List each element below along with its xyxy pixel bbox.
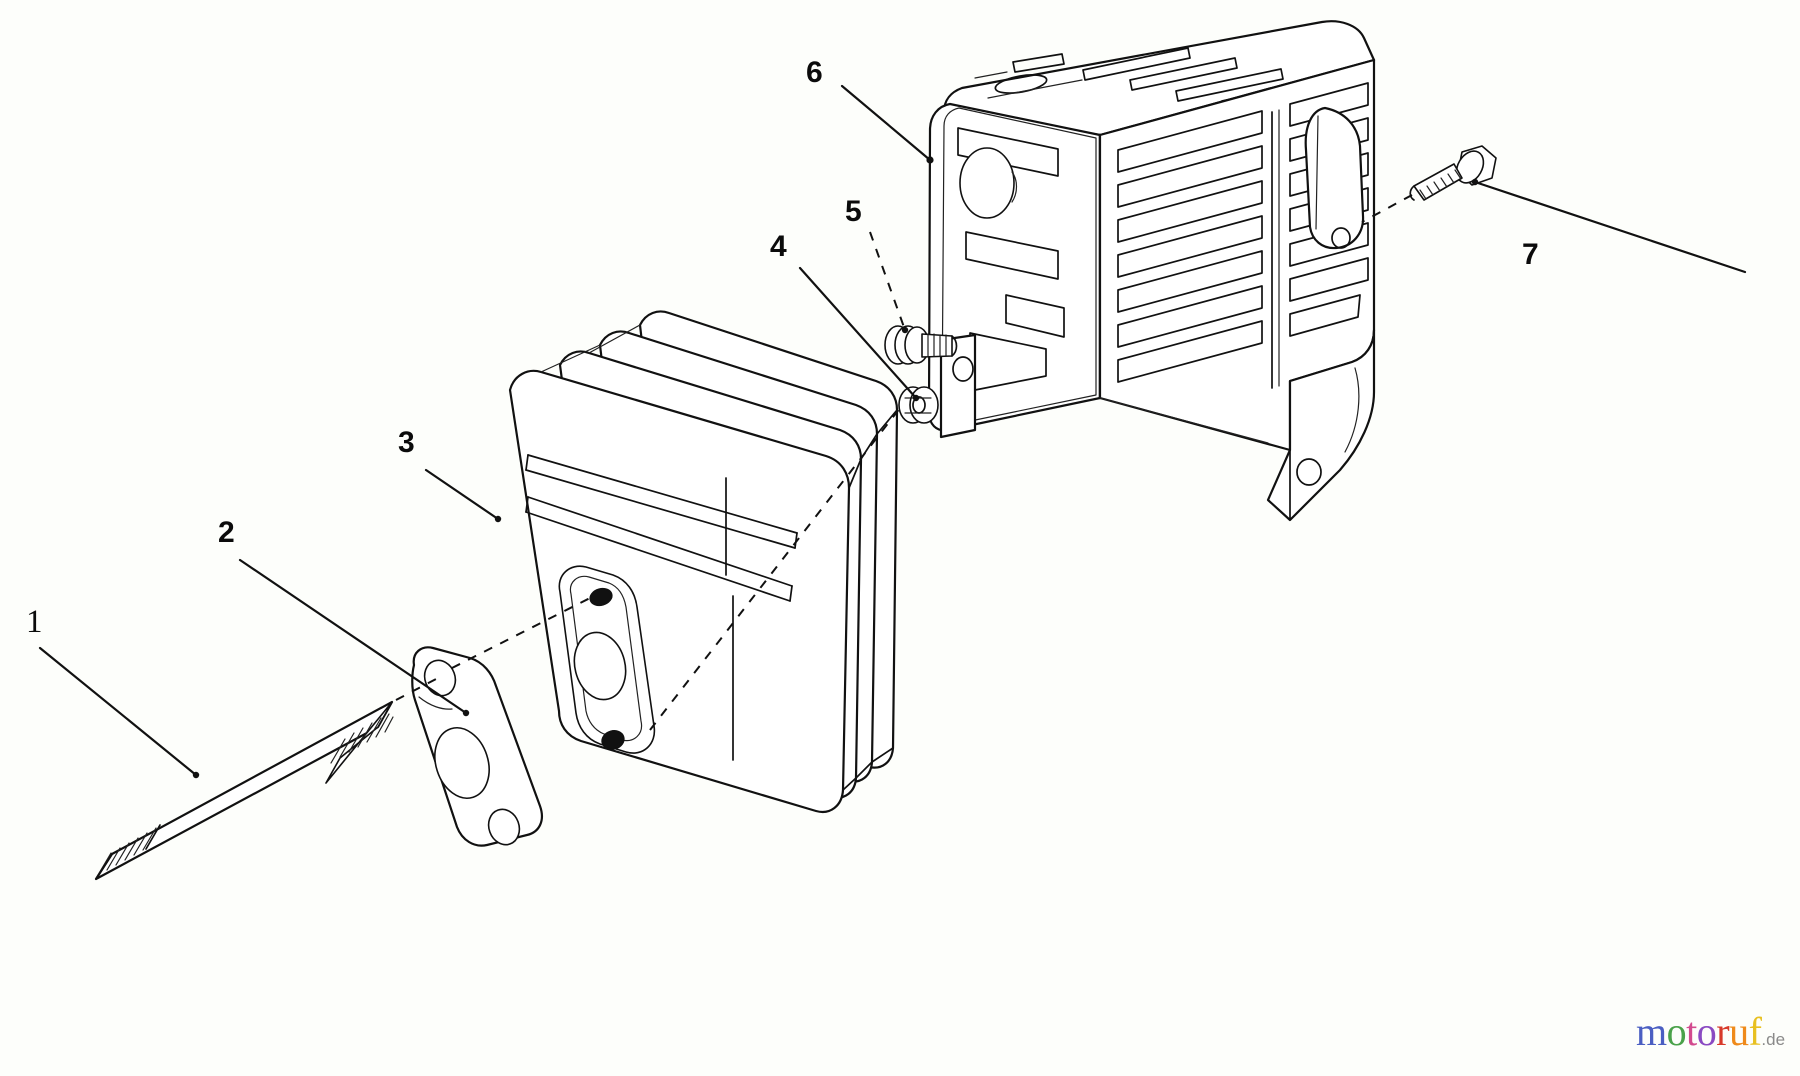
bolt-thread-lines [1419, 169, 1462, 200]
part-shield-screw [884, 325, 958, 365]
motoruf-watermark: motoruf.de [1636, 1012, 1785, 1052]
watermark-letter-r: r [1716, 1009, 1730, 1054]
callout-label-4: 4 [770, 230, 787, 263]
callout-label-5: 5 [845, 195, 862, 228]
part-stud [94, 700, 394, 881]
watermark-letter-t: t [1686, 1009, 1697, 1054]
part-gasket [411, 646, 544, 847]
callout-label-7: 7 [1522, 238, 1539, 271]
shield-right-louvers [1117, 82, 1369, 383]
callout-label-3: 3 [398, 426, 415, 459]
watermark-suffix: .de [1761, 1030, 1786, 1049]
callout-label-1: 1 [26, 604, 43, 640]
watermark-letter-m: m [1636, 1009, 1667, 1054]
watermark-letter-u: u [1729, 1009, 1749, 1054]
part-heat-shield-bolt [1409, 145, 1497, 201]
part-lock-washer [898, 386, 939, 424]
watermark-letter-f: f [1748, 1009, 1762, 1054]
callout-leaders [38, 84, 1747, 779]
watermark-letter-o1: o [1666, 1009, 1687, 1054]
watermark-letter-o2: o [1696, 1009, 1717, 1054]
assembly-axis-lines [395, 194, 1413, 731]
callout-label-2: 2 [218, 516, 235, 549]
callout-label-6: 6 [806, 56, 823, 89]
part-muffler [508, 310, 899, 814]
part-heat-shield [927, 20, 1376, 522]
stud-thread-lines-right [330, 713, 394, 764]
